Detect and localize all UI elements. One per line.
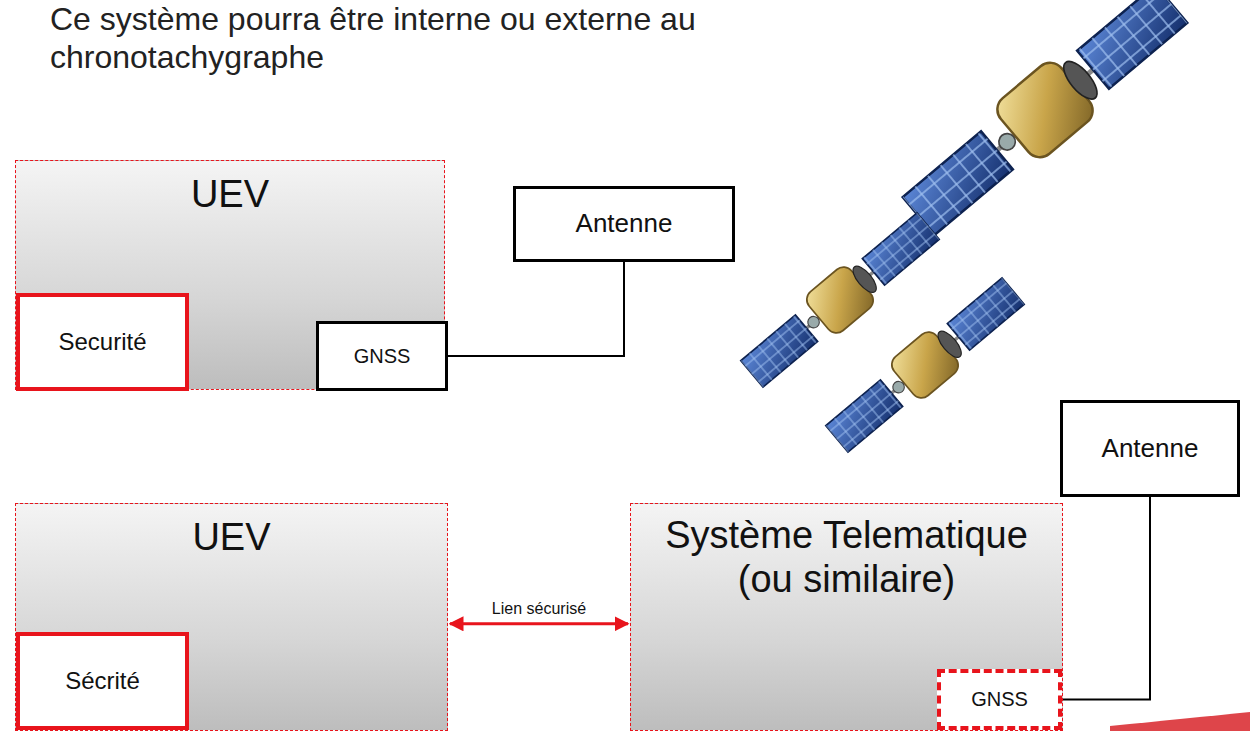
antenna-box: Antenne xyxy=(1060,400,1240,497)
gnss-box: GNSS xyxy=(937,669,1062,730)
node-label: Système Telematique (ou similaire) xyxy=(651,514,1042,601)
connector-label: Lien sécurisé xyxy=(490,600,588,618)
node-label: UEV xyxy=(191,173,269,217)
node-label: Antenne xyxy=(576,209,673,239)
unit-box: UEV SecuritéGNSS xyxy=(15,160,445,390)
title: Ce système pourra être interne ou extern… xyxy=(50,0,790,77)
node-label: Securité xyxy=(58,328,146,356)
connector xyxy=(448,262,624,356)
node-label: UEV xyxy=(192,516,270,560)
node-label: GNSS xyxy=(354,345,411,368)
security-box: Sécrité xyxy=(16,632,189,730)
node-label: GNSS xyxy=(971,688,1028,711)
unit-box: UEV Sécrité xyxy=(15,503,448,731)
connector xyxy=(1062,497,1150,700)
antenna-box: Antenne xyxy=(513,186,735,262)
telematics-box: Système Telematique (ou similaire) GNSS xyxy=(630,503,1063,731)
node-label: Sécrité xyxy=(65,667,140,695)
connector xyxy=(450,622,628,625)
gnss-box: GNSS xyxy=(316,321,448,391)
node-label: Antenne xyxy=(1102,434,1199,464)
security-box: Securité xyxy=(16,293,189,391)
